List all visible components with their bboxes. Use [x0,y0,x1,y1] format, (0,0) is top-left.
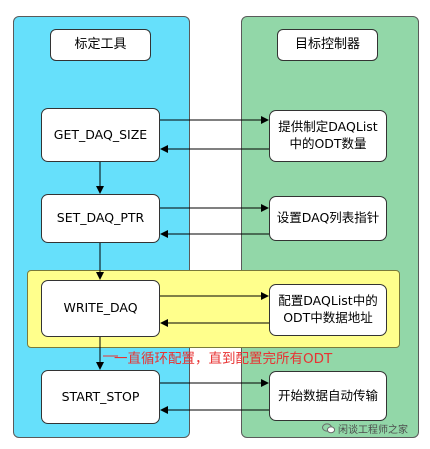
get-daq-size-box: GET_DAQ_SIZE [41,108,160,162]
odt-count-response-box: 提供制定DAQList 中的ODT数量 [269,110,387,162]
start-transfer-response-box: 开始数据自动传输 [269,371,387,421]
watermark: 闲谈工程师之家 [322,421,408,436]
start-stop-box: START_STOP [41,370,160,424]
set-pointer-response-box: 设置DAQ列表指针 [269,196,387,241]
odt-address-response-box: 配置DAQList中的 ODT中数据地址 [269,284,387,336]
calibration-tool-title: 标定工具 [50,29,151,61]
set-daq-ptr-box: SET_DAQ_PTR [41,194,160,243]
target-controller-title: 目标控制器 [277,29,378,61]
watermark-text: 闲谈工程师之家 [338,425,408,436]
loop-note: 一直循环配置，直到配置完所有ODT [114,351,333,367]
write-daq-box: WRITE_DAQ [41,280,160,337]
wechat-icon [322,423,335,434]
